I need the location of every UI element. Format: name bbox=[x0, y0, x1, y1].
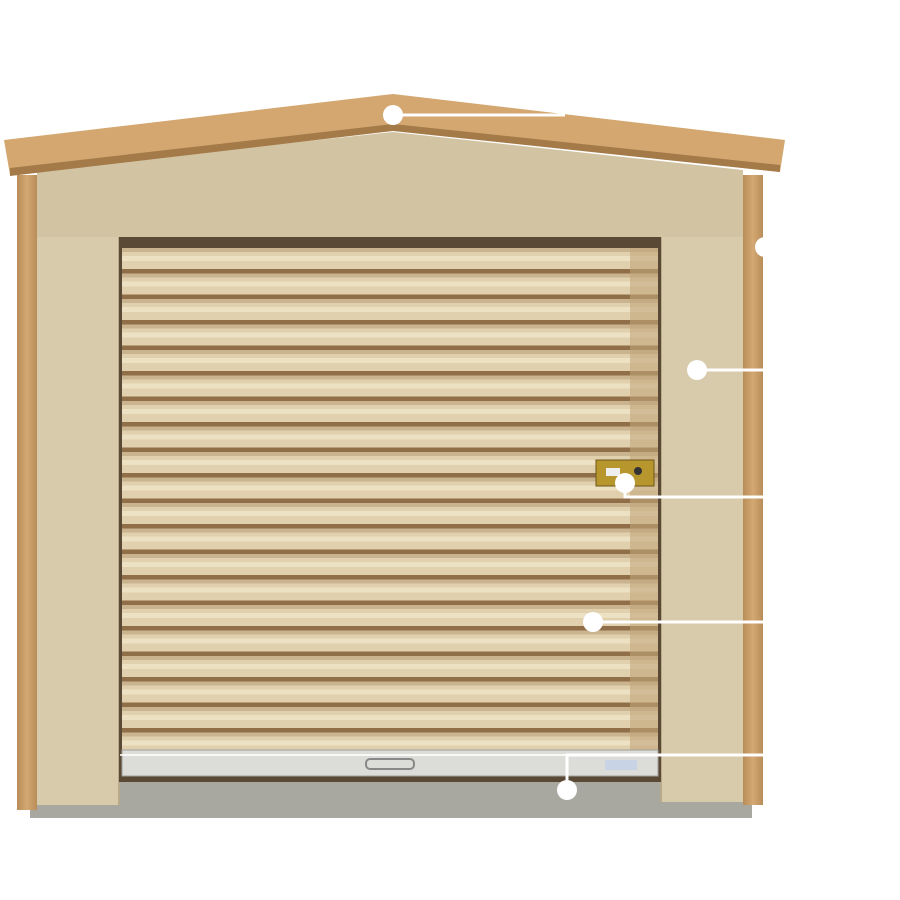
roof-hotspot[interactable] bbox=[383, 105, 403, 125]
left-side-panel bbox=[37, 237, 119, 805]
floor-slab bbox=[30, 780, 752, 818]
roll-up-door-hotspot[interactable] bbox=[583, 612, 603, 632]
left-corner-trim bbox=[17, 175, 37, 810]
door-label bbox=[605, 760, 637, 770]
side-panel-hotspot[interactable] bbox=[687, 360, 707, 380]
gable-panel bbox=[37, 132, 743, 237]
right-corner-trim bbox=[743, 175, 763, 805]
bottom-bar-hotspot[interactable] bbox=[557, 780, 577, 800]
roll-up-door bbox=[122, 248, 658, 750]
right-side-panel bbox=[661, 237, 743, 802]
door-handle bbox=[365, 758, 415, 770]
door-latch-hotspot[interactable] bbox=[615, 473, 635, 493]
